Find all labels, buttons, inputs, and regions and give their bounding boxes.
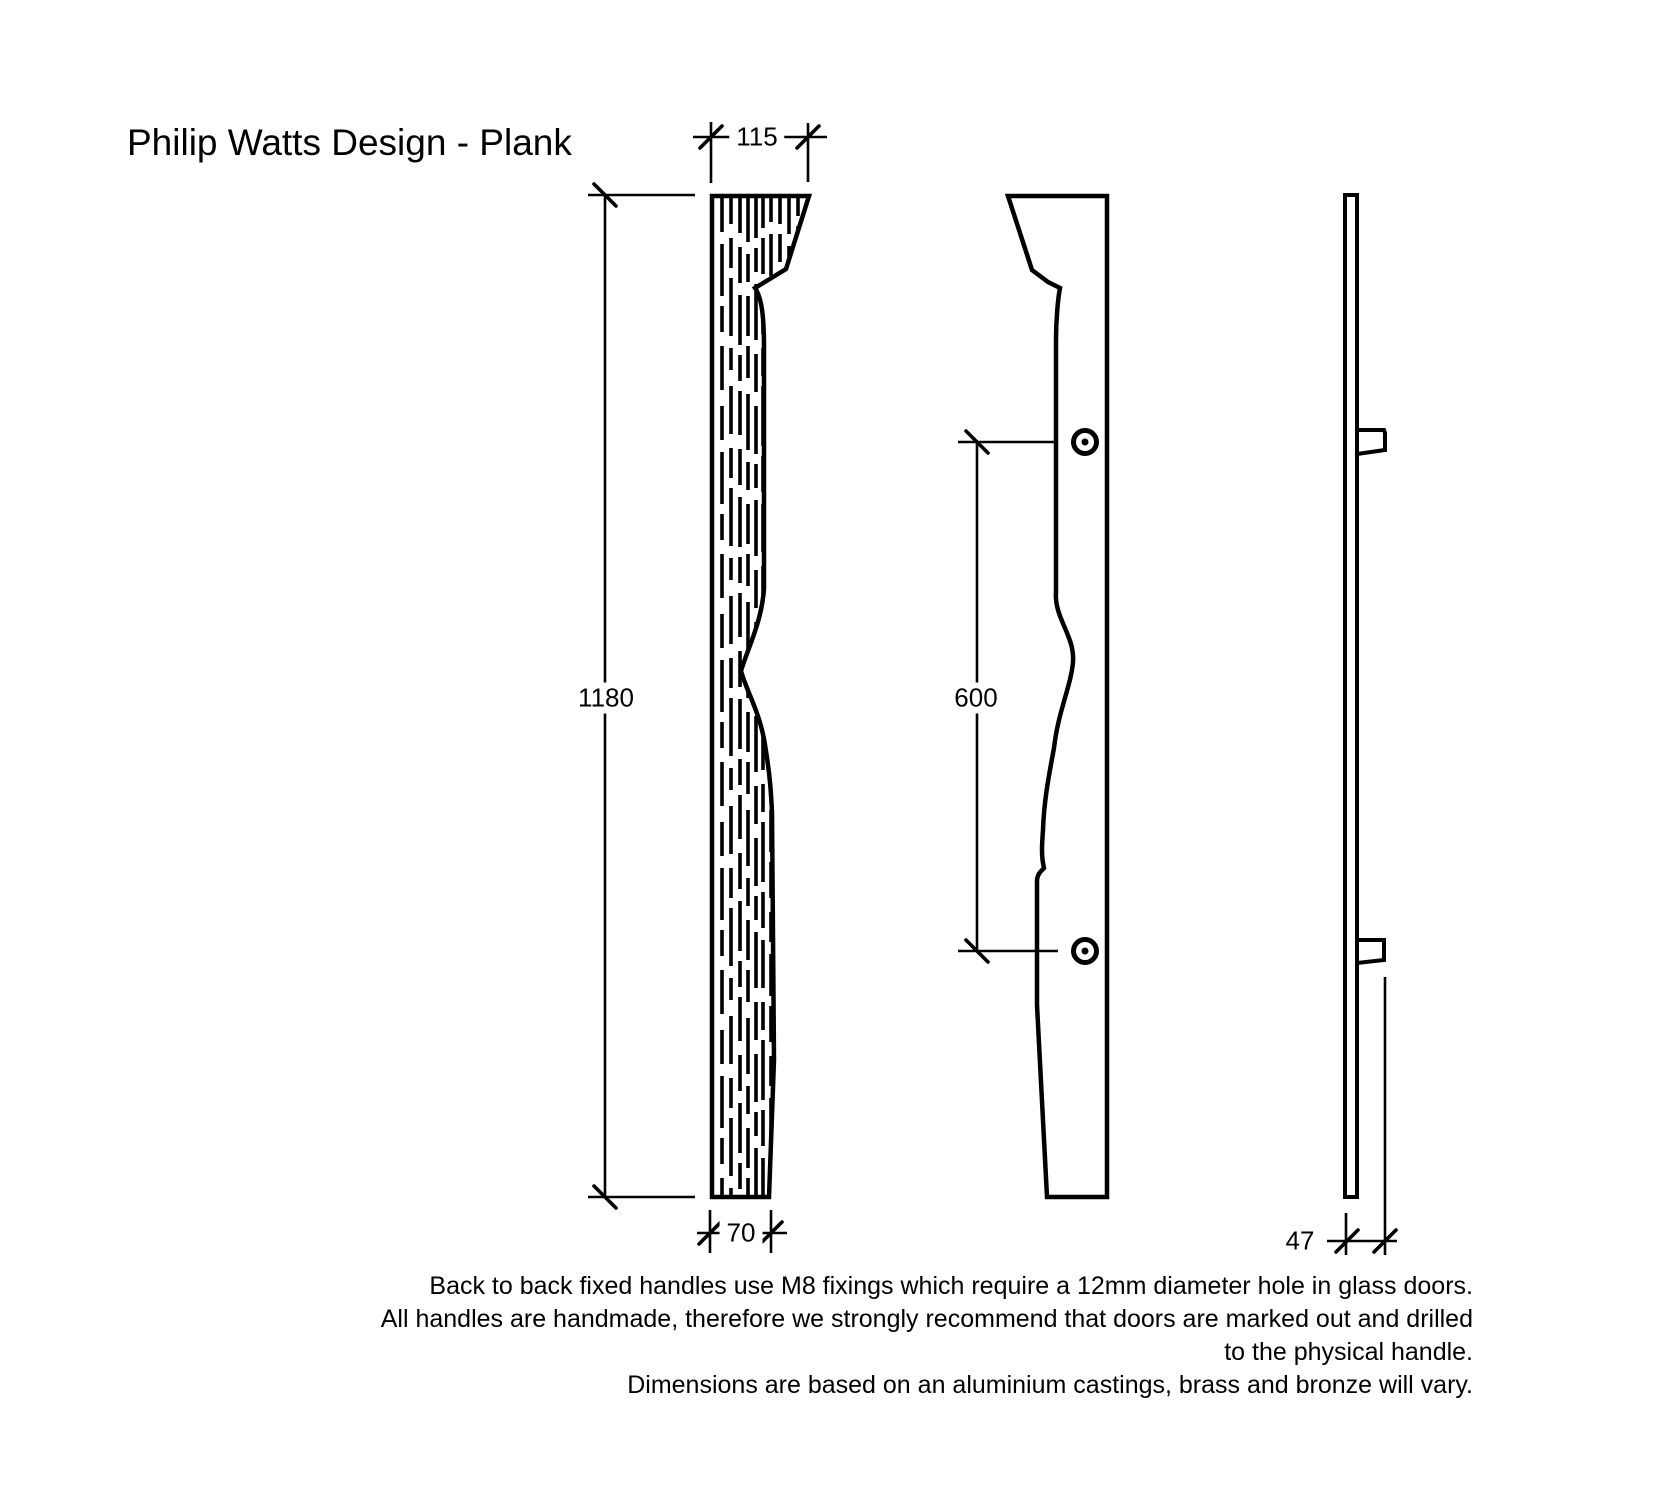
screw-hole-bottom — [1071, 937, 1099, 965]
fixing-peg-top — [1356, 428, 1387, 456]
dimension-label-fixing-centres: 600 — [947, 682, 1005, 714]
side-profile-outline — [1004, 193, 1110, 1200]
dimension-depth — [1327, 977, 1398, 1255]
side-profile-view — [1004, 193, 1110, 1200]
drawing-title: Philip Watts Design - Plank — [127, 122, 572, 163]
screw-hole-top — [1071, 428, 1099, 456]
dimension-label-overall-height: 1180 — [571, 682, 641, 714]
wood-grain — [720, 198, 800, 1196]
front-view — [709, 193, 813, 1200]
fixing-peg-bottom — [1356, 938, 1386, 965]
note-line: Dimensions are based on an aluminium cas… — [627, 1371, 1473, 1399]
front-view-outline — [709, 193, 813, 1200]
note-line: to the physical handle. — [1224, 1338, 1473, 1366]
edge-view-outline — [1343, 193, 1359, 1199]
notes-block: Back to back fixed handles use M8 fixing… — [300, 1270, 1473, 1402]
edge-view — [1343, 193, 1387, 1199]
dimension-label-depth: 47 — [1278, 1225, 1322, 1257]
dimension-label-bottom-width: 70 — [719, 1217, 763, 1249]
dimension-width-top — [693, 122, 827, 183]
note-line: All handles are handmade, therefore we s… — [380, 1305, 1473, 1333]
note-line: Back to back fixed handles use M8 fixing… — [429, 1272, 1473, 1300]
dimension-label-top-width: 115 — [729, 121, 785, 153]
